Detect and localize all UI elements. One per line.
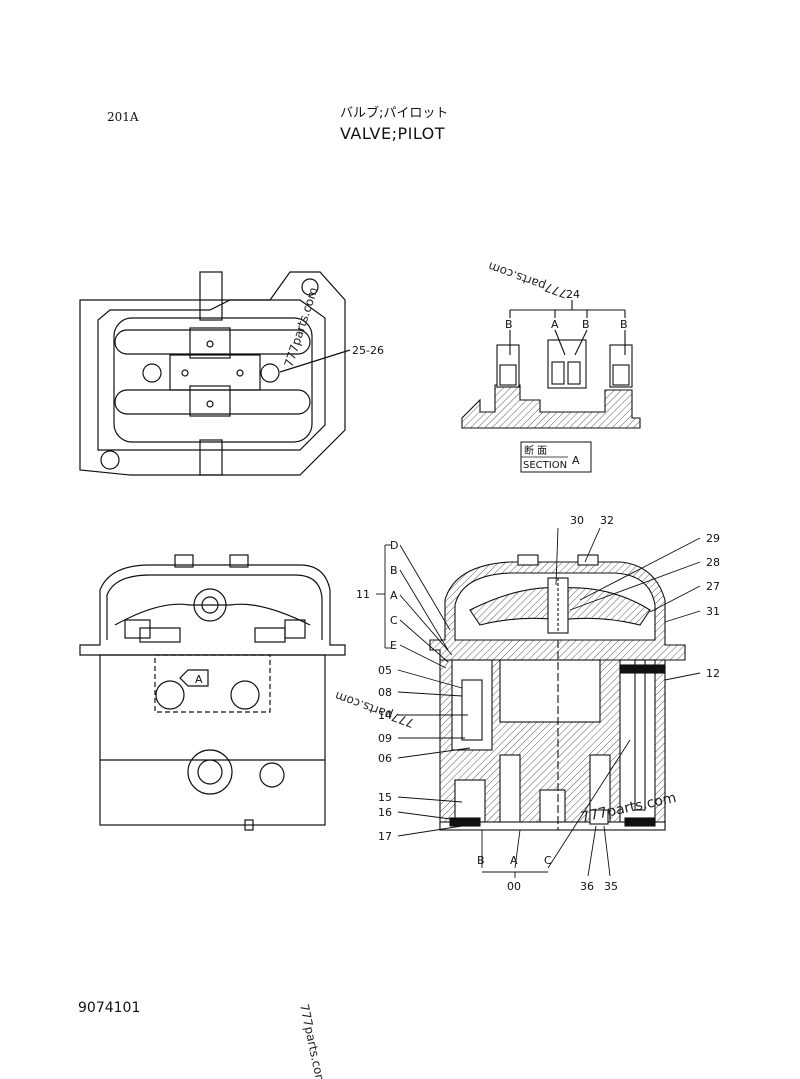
- section-a-view: [461, 300, 641, 429]
- port-label-b1: B: [505, 318, 513, 331]
- drawing-number: 9074101: [78, 1000, 141, 1016]
- callout-17: 17: [378, 830, 392, 843]
- callout-09: 09: [378, 732, 392, 745]
- top-view: [79, 271, 351, 476]
- callout-15: 15: [378, 791, 392, 804]
- callout-36: 36: [580, 880, 594, 893]
- title-japanese: バルブ;パイロット: [340, 106, 449, 121]
- section-letter: A: [572, 454, 580, 467]
- port-c: C: [544, 854, 552, 867]
- port-label-b3: B: [620, 318, 628, 331]
- callout-08: 08: [378, 686, 392, 699]
- callout-31: 31: [706, 605, 720, 618]
- section-jp: 断 面: [524, 444, 547, 457]
- callout-30: 30: [570, 514, 584, 527]
- section-label-box: 断 面 SECTION A: [520, 441, 592, 473]
- port-a: A: [510, 854, 518, 867]
- callout-16: 16: [378, 806, 392, 819]
- port-label-b2: B: [582, 318, 590, 331]
- callout-27: 27: [706, 580, 720, 593]
- callout-c: C: [390, 614, 398, 627]
- watermark: 777parts.com: [333, 689, 416, 731]
- watermark: 777parts.com: [297, 1003, 328, 1079]
- callout-32: 32: [600, 514, 614, 527]
- watermark: 777parts.com: [486, 259, 569, 301]
- callout-35: 35: [604, 880, 618, 893]
- callout-e: E: [390, 639, 397, 652]
- cross-section-view: [429, 554, 686, 831]
- callout-12: 12: [706, 667, 720, 680]
- port-label-a: A: [551, 318, 559, 331]
- watermark: 777parts.com: [282, 285, 321, 368]
- callout-25-26: 25-26: [352, 344, 384, 357]
- leader-lines: [376, 527, 701, 878]
- title-english: VALVE;PILOT: [340, 124, 446, 143]
- group-label-24: 24: [566, 288, 580, 301]
- callout-29: 29: [706, 532, 720, 545]
- callout-28: 28: [706, 556, 720, 569]
- group-label-11: 11: [356, 588, 370, 601]
- callout-14: 14: [378, 709, 392, 722]
- callout-d: D: [390, 539, 398, 552]
- callout-05: 05: [378, 664, 392, 677]
- port-b: B: [477, 854, 485, 867]
- group-label-00: 00: [507, 880, 521, 893]
- section-en: SECTION: [523, 460, 567, 471]
- reference-code: 201A: [107, 110, 139, 124]
- side-view-arrow-label: A: [195, 673, 203, 686]
- side-view: [79, 554, 346, 831]
- callout-a: A: [390, 589, 398, 602]
- callout-06: 06: [378, 752, 392, 765]
- callout-b: B: [390, 564, 398, 577]
